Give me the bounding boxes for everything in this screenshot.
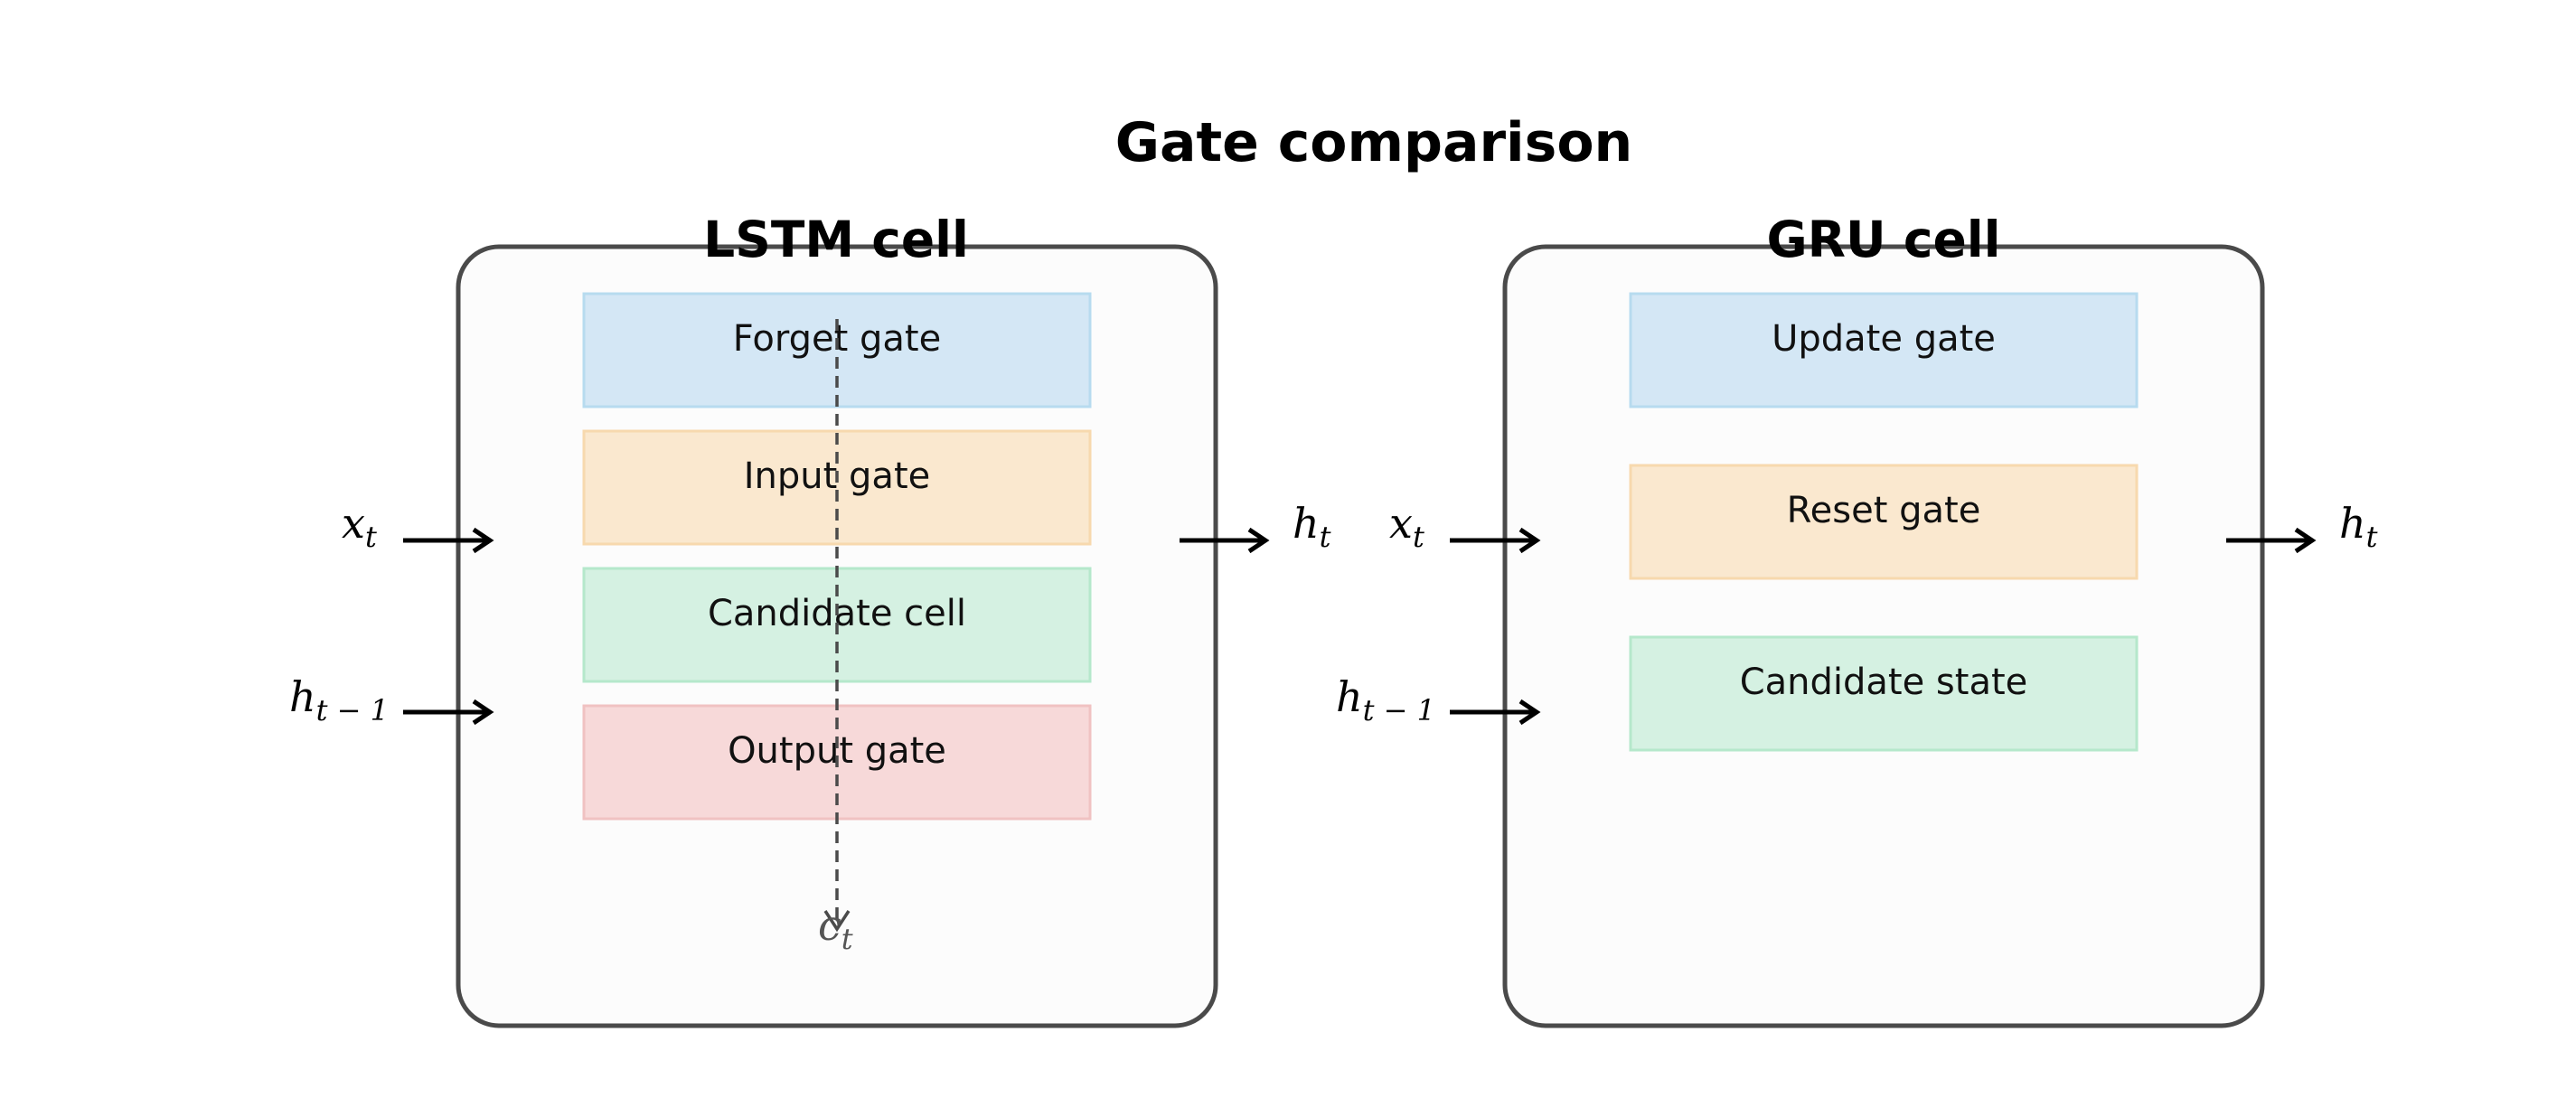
lstm-input-gate-box <box>582 429 1092 546</box>
lstm-input-hprev-arrowhead <box>472 699 494 726</box>
gru-cell: GRU cell Update gate Reset gate Candidat… <box>1336 211 2378 1028</box>
diagram-title: Gate comparison <box>1115 111 1633 174</box>
gru-output-h-label: ht <box>2339 499 2378 554</box>
gru-input-hprev-label: ht − 1 <box>1336 672 1435 727</box>
lstm-cell-title: LSTM cell <box>703 211 969 268</box>
lstm-input-x-label: xt <box>342 499 377 554</box>
lstm-output-arrowhead <box>1247 527 1270 554</box>
gru-update-gate-label: Update gate <box>1772 318 1996 360</box>
gru-candidate-state-label: Candidate state <box>1740 662 2028 703</box>
gru-reset-gate-label: Reset gate <box>1787 490 1981 531</box>
gru-cell-title: GRU cell <box>1767 211 2001 268</box>
lstm-cell-state-label: ct <box>818 901 853 956</box>
gru-update-gate-box <box>1629 292 2139 408</box>
gru-input-x-label: xt <box>1389 499 1424 554</box>
lstm-input-hprev-label: ht − 1 <box>289 672 389 727</box>
gru-output-arrowhead <box>2294 527 2317 554</box>
gru-input-x-arrowhead <box>1518 527 1541 554</box>
lstm-cell-state-arrowhead <box>823 910 851 933</box>
lstm-input-x-arrowhead <box>472 527 494 554</box>
gru-reset-gate-box <box>1629 464 2139 580</box>
lstm-cell: LSTM cell Forget gate Input gate Candida… <box>289 211 1331 1028</box>
lstm-output-h-label: ht <box>1293 499 1331 554</box>
gru-input-hprev-arrowhead <box>1518 699 1541 726</box>
lstm-forget-gate-box <box>582 292 1092 408</box>
gru-candidate-state-box <box>1629 635 2139 752</box>
